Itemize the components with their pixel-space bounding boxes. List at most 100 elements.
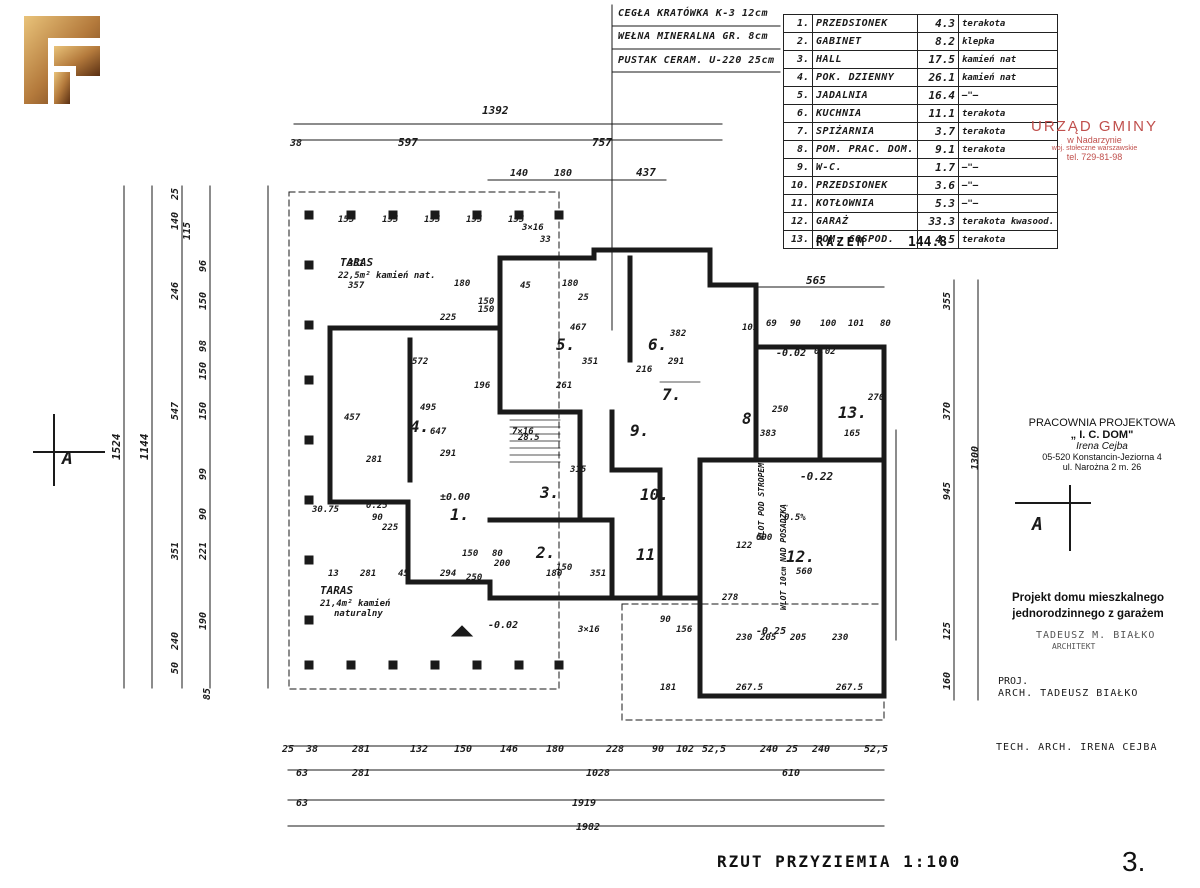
- dim-text: 281: [351, 744, 370, 755]
- dim-text: 315: [569, 465, 587, 475]
- dim-text: 205: [789, 633, 807, 643]
- room-area: 5.3: [917, 194, 959, 213]
- room-number: 6.: [648, 335, 667, 354]
- terrace-column: [346, 660, 356, 670]
- dim-text: 228: [605, 744, 624, 755]
- room-name: POM. GOSPOD.: [812, 230, 918, 249]
- dim-text: 99: [198, 468, 209, 480]
- level-label: -0.02: [776, 348, 806, 359]
- terrace-column: [304, 435, 314, 445]
- terrace-column: [388, 210, 398, 220]
- dim-text: 63: [296, 768, 308, 779]
- material-line-2: WEŁNA MINERALNA GR. 8cm: [618, 31, 768, 42]
- dim-text: 351: [170, 542, 181, 561]
- dim-text: 1982: [576, 822, 600, 833]
- dim-text: 52,5: [702, 744, 726, 755]
- dim-text: 50: [170, 662, 181, 674]
- room-area: 4.5: [917, 230, 959, 249]
- dim-text: 45: [398, 569, 409, 579]
- dim-text: 150: [198, 292, 209, 310]
- dim-text: 100: [820, 319, 837, 329]
- dim-text: 181: [660, 683, 676, 693]
- room-number: 3.: [539, 483, 559, 502]
- level-label: ±0.00: [440, 492, 470, 503]
- room-number: 12.: [786, 547, 815, 566]
- dim-text: 140: [510, 168, 528, 179]
- dim-text: 101: [742, 323, 758, 333]
- terrace-column: [430, 660, 440, 670]
- dim-text: 945: [942, 482, 953, 500]
- dim-text: 294: [439, 569, 456, 579]
- dim-text: 155: [338, 215, 355, 225]
- studio-line-5: ul. Narożna 2 m. 26: [1062, 462, 1142, 472]
- dim-text: 196: [474, 381, 491, 391]
- dim-text: 205: [759, 633, 777, 643]
- dim-text: 165: [844, 429, 861, 439]
- dim-text: 38: [305, 744, 318, 755]
- south-wall: [405, 535, 887, 699]
- total-value: 144.8: [908, 235, 948, 250]
- level-label: -0.22: [800, 470, 833, 483]
- drawing-title: RZUT PRZYZIEMIA 1:100: [717, 852, 962, 871]
- dim-text: 383: [759, 429, 776, 439]
- stamp-line-4: tel. 729-81-98: [1066, 152, 1123, 162]
- dim-text: 52,5: [864, 744, 888, 755]
- terrace-column: [346, 210, 356, 220]
- dim-text: 90: [660, 615, 671, 625]
- page-number: 3.: [1122, 846, 1146, 877]
- dim-text: 1300: [970, 446, 981, 470]
- terrace-area-bottom: 21,4m² kamień: [319, 598, 391, 609]
- terrace-outline: [288, 191, 560, 690]
- dim-text: 610: [782, 768, 800, 779]
- terrace-column: [304, 660, 314, 670]
- north-east-wall: [327, 247, 887, 488]
- room-area: 3.6: [917, 176, 959, 195]
- dim-text: 155: [466, 215, 483, 225]
- total-label: RAZEM: [816, 235, 868, 249]
- dim-text: 150: [556, 563, 573, 573]
- dim-text: 98: [198, 340, 209, 352]
- terrace-area-bottom-2: naturalny: [334, 609, 383, 619]
- studio-line-4: 05-520 Konstancin-Jeziorna 4: [1042, 452, 1162, 462]
- dim-text: 200: [493, 559, 511, 569]
- dim-text: 80: [880, 319, 891, 329]
- terrace-column: [472, 660, 482, 670]
- dim-text: 45: [520, 281, 531, 291]
- room-floor: terakota: [957, 230, 1059, 249]
- room-area: 1.7: [917, 158, 959, 177]
- room-number: 7.: [662, 385, 681, 404]
- stamp-line-2: w Nadarzynie: [1067, 135, 1122, 145]
- dim-text: 25: [281, 744, 294, 755]
- dim-text: 281: [351, 768, 370, 779]
- room-number: 2.: [535, 543, 555, 562]
- dim-text: 757: [592, 136, 612, 149]
- stamp-title: URZĄD GMINY: [1031, 118, 1158, 135]
- architect-proj-label: PROJ.: [998, 676, 1029, 687]
- dim-text: 1524: [110, 433, 123, 460]
- dim-text: 102: [676, 744, 694, 755]
- dim-text: 90: [372, 513, 383, 523]
- dim-text: 3×16: [521, 223, 544, 233]
- dim-text: 180: [546, 744, 564, 755]
- level-label: -0.25: [756, 626, 786, 637]
- dim-text: 150: [462, 549, 479, 559]
- dim-text: 267.5: [835, 683, 864, 693]
- west-wall: [327, 325, 411, 541]
- dim-text: 281: [365, 455, 382, 465]
- dim-text: 230: [735, 633, 753, 643]
- room-number: 13.: [838, 403, 867, 422]
- dim-text: 150: [478, 305, 495, 315]
- terrace-column: [304, 260, 314, 270]
- dim-text: 547: [170, 402, 181, 420]
- dim-text: 225: [439, 313, 457, 323]
- dim-text: 240: [759, 744, 778, 755]
- dim-text: 156: [676, 625, 693, 635]
- terrace-column: [304, 375, 314, 385]
- room-number: 4.: [410, 417, 429, 436]
- dim-text: 146: [500, 744, 518, 755]
- dim-text: 240: [811, 744, 830, 755]
